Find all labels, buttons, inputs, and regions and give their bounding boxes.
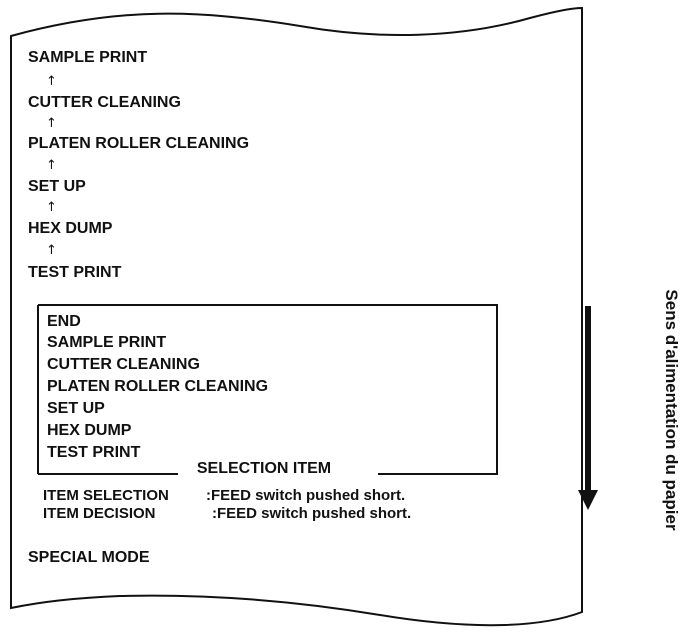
up-arrow-icon: ↑ [46,243,57,258]
selection-box-frame [38,304,498,475]
sequence-item-sample-print: SAMPLE PRINT [28,49,148,66]
sequence-item-cutter-cleaning: CUTTER CLEANING [28,94,181,111]
item-selection-label: ITEM SELECTION [43,487,169,504]
selection-item-set-up: SET UP [47,400,105,417]
up-arrow-icon: ↑ [46,74,57,89]
item-selection-value: :FEED switch pushed short. [206,487,406,504]
selection-item-end: END [47,313,81,330]
up-arrow-icon: ↑ [46,200,57,215]
selection-item-platen-roller-cleaning: PLATEN ROLLER CLEANING [47,378,269,395]
special-mode-label: SPECIAL MODE [28,549,150,566]
feed-direction-arrow-icon [578,306,598,510]
selection-item-sample-print: SAMPLE PRINT [47,334,167,351]
paper-outline [10,6,583,627]
up-arrow-icon: ↑ [46,116,57,131]
selection-box-title: SELECTION ITEM [178,460,350,478]
feed-direction-label: Sens d'alimentation du papier [662,289,681,531]
sequence-item-test-print: TEST PRINT [28,264,122,281]
sequence-item-hex-dump: HEX DUMP [28,220,113,237]
selection-item-hex-dump: HEX DUMP [47,422,132,439]
selection-item-cutter-cleaning: CUTTER CLEANING [47,356,200,373]
item-decision-value: :FEED switch pushed short. [212,505,412,522]
up-arrow-icon: ↑ [46,158,57,173]
sequence-item-platen-roller-cleaning: PLATEN ROLLER CLEANING [28,135,250,152]
item-decision-label: ITEM DECISION [43,505,156,522]
sequence-item-set-up: SET UP [28,178,86,195]
selection-item-test-print: TEST PRINT [47,444,141,461]
